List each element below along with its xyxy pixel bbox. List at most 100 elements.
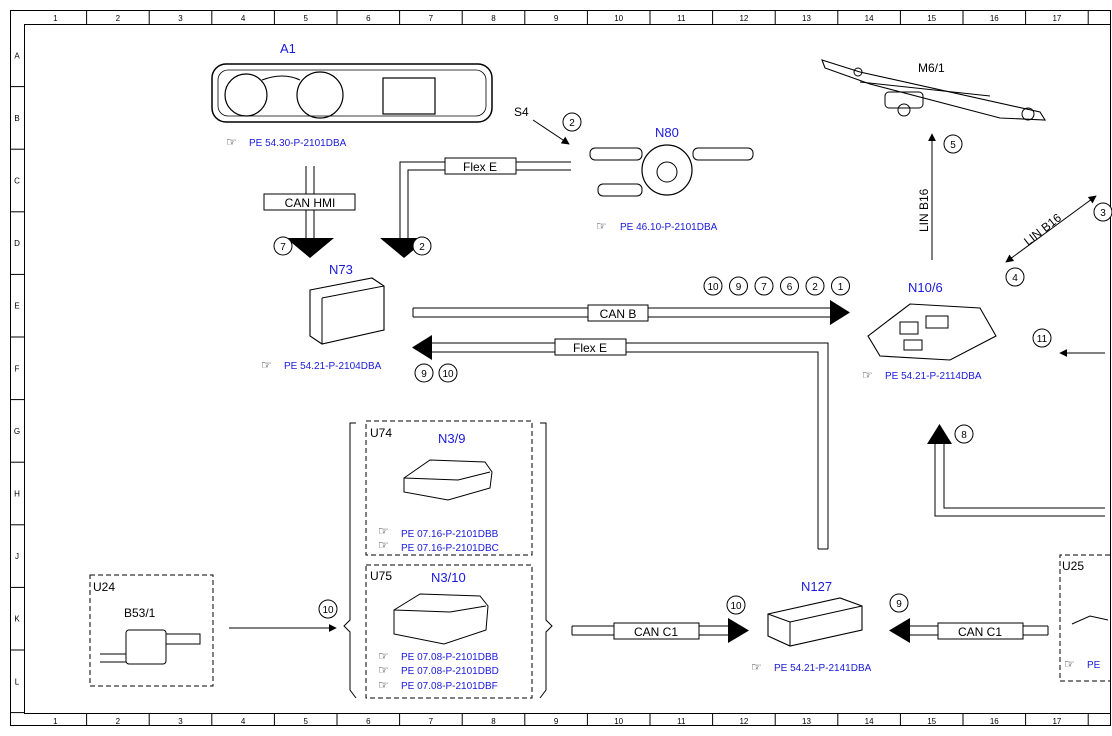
- grid-row-label: F: [15, 364, 20, 373]
- callout-b531: 10: [322, 605, 334, 616]
- bus-lin-diag: LIN B16: [1021, 210, 1064, 248]
- grid-column-label: 12: [739, 717, 748, 726]
- n127-ref: PE 54.21-P-2141DBA: [774, 663, 872, 674]
- n127-powertrain-module: N127 ☞ PE 54.21-P-2141DBA: [751, 579, 872, 674]
- n106-ref: PE 54.21-P-2114DBA: [885, 371, 982, 382]
- grid-column-label: 8: [491, 717, 496, 726]
- callout-number: 10: [707, 282, 719, 293]
- n310-ref-2: PE 07.08-P-2101DBD: [401, 666, 499, 677]
- grid-row-label: J: [15, 552, 19, 561]
- callout-circle: [703, 276, 723, 296]
- callout-circle: [780, 276, 799, 296]
- grid-column-label: 2: [116, 14, 121, 23]
- callout-number: 2: [812, 282, 818, 293]
- grid-column-label: 1: [53, 14, 58, 23]
- hand-icon: ☞: [596, 219, 607, 233]
- grid-labels: 1122334455667788991010111112121313141415…: [14, 14, 1062, 726]
- hand-icon: ☞: [378, 524, 389, 538]
- n39-ref-2: PE 07.16-P-2101DBC: [401, 543, 499, 554]
- callout-circle: [754, 276, 774, 296]
- grid-column-label: 3: [178, 14, 183, 23]
- grid-row-label: C: [14, 177, 20, 186]
- hand-icon: ☞: [261, 358, 272, 372]
- grid-row-label: E: [14, 302, 19, 311]
- grid-column-label: 10: [614, 717, 623, 726]
- hand-icon: ☞: [751, 660, 762, 674]
- callout-circle: [438, 363, 458, 383]
- grid-row-label: D: [14, 239, 20, 248]
- n80-ref: PE 46.10-P-2101DBA: [620, 222, 718, 233]
- callout-can-c1-right: 9: [896, 599, 902, 610]
- callout-number: 10: [442, 369, 454, 380]
- grid-column-label: 4: [241, 14, 246, 23]
- grid-column-label: 9: [554, 717, 559, 726]
- hand-icon: ☞: [226, 135, 237, 149]
- grid-column-label: 6: [366, 717, 371, 726]
- hand-icon: ☞: [378, 663, 389, 677]
- u25-label: U25: [1062, 559, 1084, 573]
- grid-column-label: 12: [739, 14, 748, 23]
- grid-column-label: 13: [802, 14, 811, 23]
- u24-label: U24: [93, 580, 115, 594]
- callout-circle: [414, 363, 434, 383]
- callout-flex-e-down: 2: [419, 242, 425, 253]
- grid-column-label: 7: [429, 717, 434, 726]
- n310-label: N3/10: [431, 570, 466, 585]
- a1-label: A1: [280, 41, 296, 56]
- callout-circle: [805, 276, 825, 296]
- grid-column-label: 2: [116, 717, 121, 726]
- hand-icon: ☞: [862, 368, 873, 382]
- grid-row-label: H: [14, 490, 20, 499]
- b531-label: B53/1: [124, 606, 156, 620]
- a1-ref: PE 54.30-P-2101DBA: [249, 138, 347, 149]
- hand-icon: ☞: [1064, 657, 1075, 671]
- grid-column-label: 14: [865, 717, 874, 726]
- callout-circle: [729, 276, 748, 296]
- callout-circle: [831, 276, 850, 296]
- bus-lin-vertical: LIN B16: [917, 188, 931, 232]
- n39-label: N3/9: [438, 431, 465, 446]
- grid-row-label: A: [14, 51, 20, 60]
- u24-b531-group: U24 B53/1: [89, 574, 214, 687]
- grid-row-label: K: [14, 615, 20, 624]
- grid-column-label: 1: [53, 717, 58, 726]
- callout-can-hmi: 7: [280, 242, 286, 253]
- u74-label: U74: [370, 426, 392, 440]
- grid-column-label: 16: [990, 717, 999, 726]
- grid-column-label: 13: [802, 717, 811, 726]
- bus-can-c1-left: CAN C1: [634, 625, 678, 639]
- callout-lin-top: 3: [1100, 208, 1106, 219]
- n127-label: N127: [801, 579, 832, 594]
- callout-number: 6: [787, 282, 793, 293]
- n80-steering-column-module: N80 ☞ PE 46.10-P-2101DBA: [589, 125, 754, 233]
- callout-m61-up: 5: [950, 140, 956, 151]
- n80-label: N80: [655, 125, 679, 140]
- engine-control-group: U74 N3/9 ☞ PE 07.16-P-2101DBB ☞ PE 07.16…: [343, 420, 553, 699]
- grid-column-label: 11: [677, 717, 686, 726]
- bus-can-hmi: CAN HMI: [285, 196, 336, 210]
- m61-label: M6/1: [918, 61, 945, 75]
- grid-column-label: 14: [865, 14, 874, 23]
- callout-number: 7: [761, 282, 767, 293]
- callout-n106-up: 8: [961, 430, 967, 441]
- n39-ref-1: PE 07.16-P-2101DBB: [401, 529, 499, 540]
- grid-row-label: B: [14, 114, 19, 123]
- grid-column-label: 16: [990, 14, 999, 23]
- u75-label: U75: [370, 569, 392, 583]
- grid-column-label: 8: [491, 14, 496, 23]
- grid-column-label: 10: [614, 14, 623, 23]
- s4-label: S4: [514, 105, 529, 119]
- grid-column-label: 9: [554, 14, 559, 23]
- n106-label: N10/6: [908, 280, 943, 295]
- grid-column-label: 15: [927, 14, 936, 23]
- n310-ref-1: PE 07.08-P-2101DBB: [401, 652, 499, 663]
- grid-row-label: G: [14, 427, 20, 436]
- grid-column-label: 11: [677, 14, 686, 23]
- outer-frame: [10, 10, 1111, 726]
- grid-column-label: 17: [1052, 717, 1061, 726]
- n73-ref: PE 54.21-P-2104DBA: [284, 361, 382, 372]
- grid-column-label: 15: [927, 717, 936, 726]
